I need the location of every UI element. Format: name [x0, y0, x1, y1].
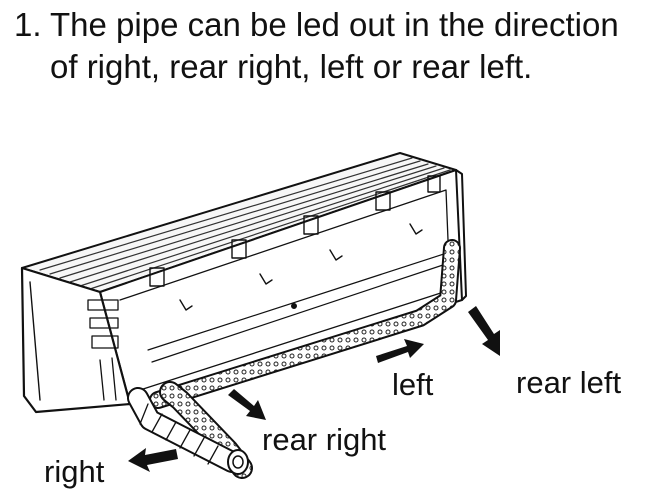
- air-conditioner-unit: [20, 152, 467, 414]
- arrow-rear-left: [468, 306, 500, 356]
- step-number: 1.: [14, 6, 42, 43]
- refrigerant-pipe: [127, 239, 461, 479]
- label-left: left: [392, 367, 434, 402]
- step-description: The pipe can be led out in the direction…: [50, 6, 619, 85]
- label-right: right: [44, 454, 105, 489]
- arrow-rear-right: [228, 389, 266, 420]
- arrow-right: [128, 448, 178, 472]
- label-rear-left: rear left: [516, 365, 622, 400]
- arrow-left: [376, 339, 424, 363]
- instruction-text: 1. The pipe can be led out in the direct…: [14, 4, 634, 88]
- label-rear-right: rear right: [262, 422, 387, 457]
